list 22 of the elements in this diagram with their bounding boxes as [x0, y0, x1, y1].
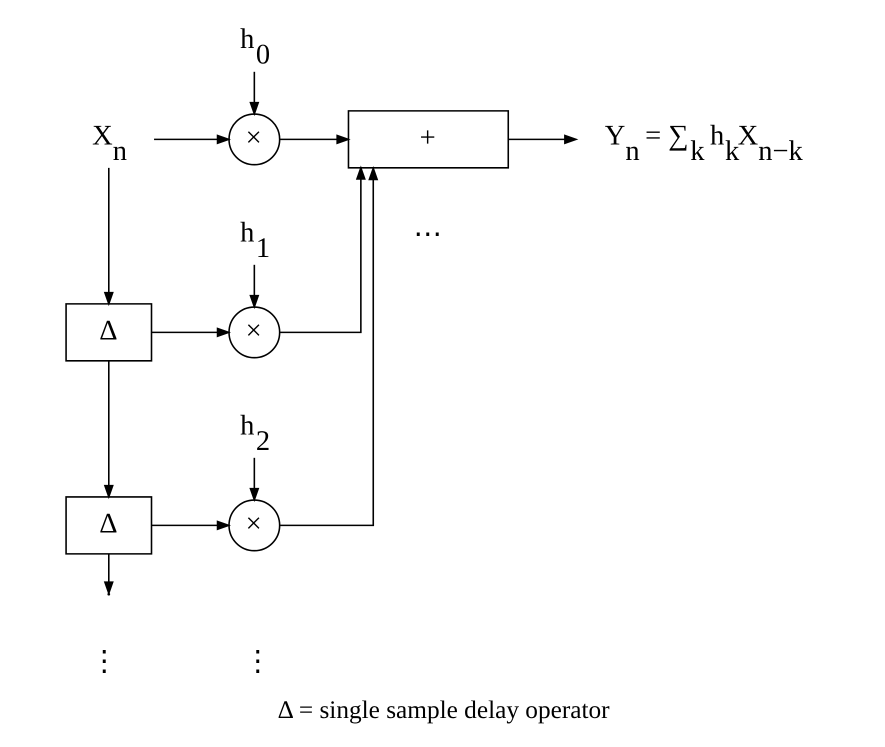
arrow [151, 327, 230, 338]
label: ⋮ [89, 646, 118, 677]
arrow [280, 166, 378, 526]
arrow [248, 264, 259, 310]
node-box: Δ [64, 496, 152, 555]
arrow [103, 168, 114, 306]
label: ⋯ [412, 218, 441, 250]
node-circle: × [228, 499, 280, 552]
arrow [280, 165, 366, 334]
arrow [154, 134, 230, 144]
node-box: + [347, 110, 509, 169]
arrow [103, 360, 114, 500]
caption: Δ = single sample delay operator [277, 696, 610, 724]
arrow [508, 134, 578, 144]
arrow [151, 520, 230, 530]
label: ⋮ [242, 646, 271, 677]
node-circle: × [228, 113, 280, 166]
arrow [248, 458, 259, 502]
node-box: Δ [64, 303, 152, 362]
arrow [248, 72, 259, 116]
node-circle: × [228, 306, 280, 358]
arrow [280, 134, 350, 144]
